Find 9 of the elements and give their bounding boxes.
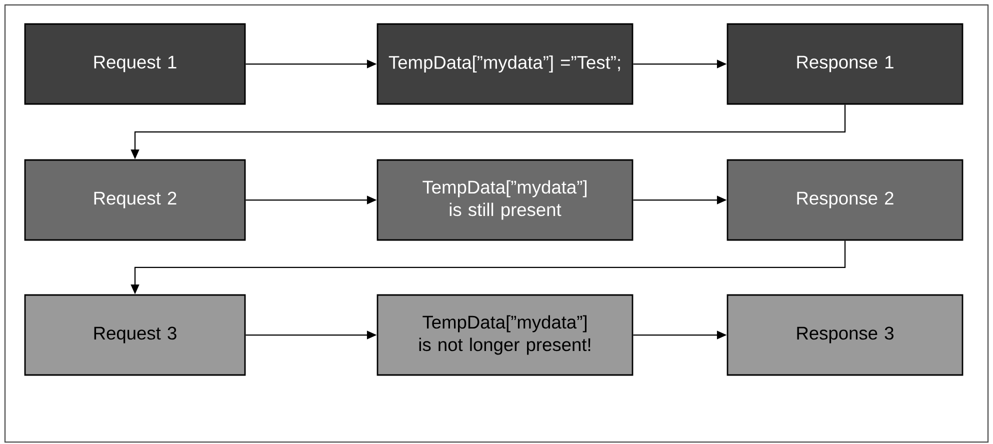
process-box: TempData[”mydata”] =”Test”; (376, 23, 634, 105)
process-box: Request 2 (24, 159, 246, 241)
process-box: Request 3 (24, 294, 246, 376)
process-box: TempData[”mydata”] is still present (376, 159, 634, 241)
process-box: Response 3 (726, 294, 964, 376)
process-box: Response 1 (726, 23, 964, 105)
process-box: Request 1 (24, 23, 246, 105)
process-box: TempData[”mydata”] is not longer present! (376, 294, 634, 376)
process-box: Response 2 (726, 159, 964, 241)
